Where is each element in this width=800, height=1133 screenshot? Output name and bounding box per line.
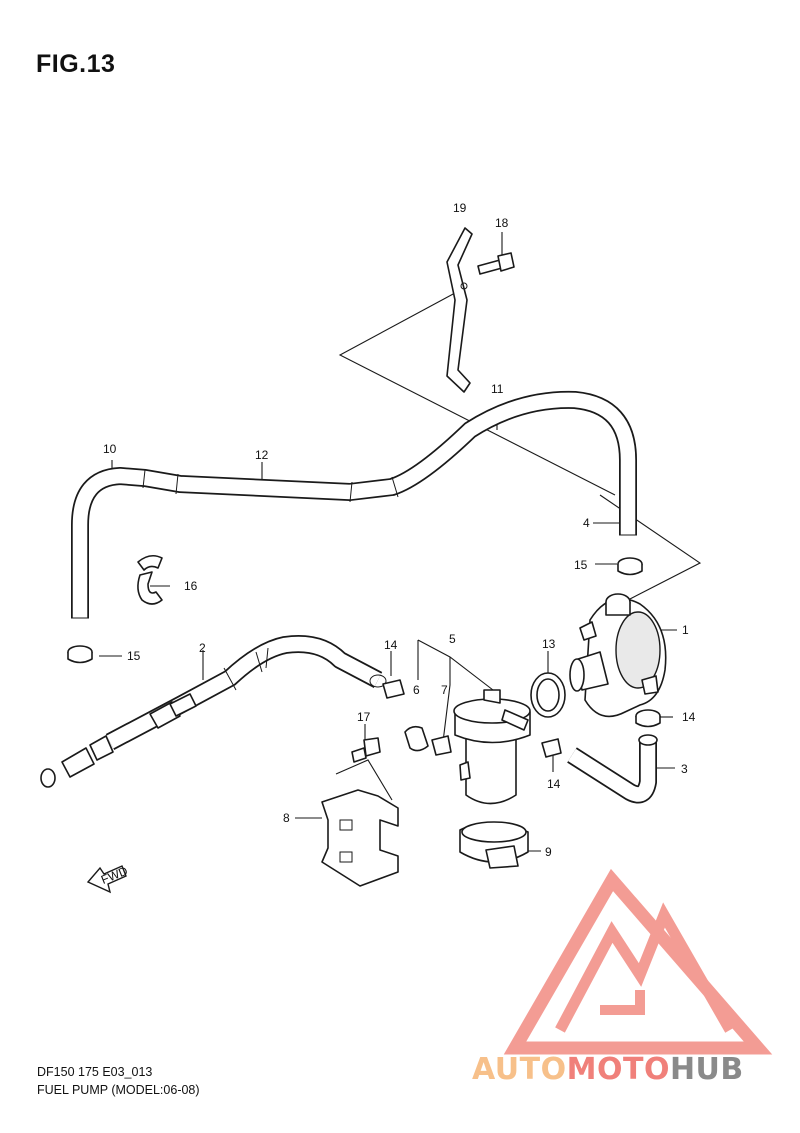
filter-clamp-part bbox=[459, 821, 529, 869]
callout-1: 1 bbox=[682, 623, 689, 637]
callout-7: 7 bbox=[441, 683, 448, 697]
callout-16: 16 bbox=[184, 579, 198, 593]
watermark-logo-icon bbox=[503, 868, 773, 1055]
callout-14-top: 14 bbox=[384, 638, 398, 652]
fuel-pump-part bbox=[569, 593, 667, 718]
o-ring-part bbox=[530, 672, 566, 718]
fuel-hose-bracket bbox=[446, 227, 473, 393]
callout-6: 6 bbox=[413, 683, 420, 697]
forward-arrow-label: FWD bbox=[99, 864, 130, 887]
bolt-part bbox=[351, 737, 381, 763]
forward-arrow-icon bbox=[86, 865, 127, 894]
small-clip-part bbox=[382, 679, 661, 758]
callout-18: 18 bbox=[495, 216, 509, 230]
diagram-footer: DF150 175 E03_013 FUEL PUMP (MODEL:06-08… bbox=[37, 1063, 200, 1099]
callout-14-lower: 14 bbox=[547, 777, 561, 791]
callout-10: 10 bbox=[103, 442, 117, 456]
pump-hose-part bbox=[567, 734, 658, 804]
wordmark-hub: HUB bbox=[669, 1052, 744, 1087]
fuel-filter-part bbox=[404, 689, 531, 805]
wordmark-moto: MOTO bbox=[566, 1052, 670, 1087]
callout-8: 8 bbox=[283, 811, 290, 825]
callout-15-lower: 15 bbox=[127, 649, 141, 663]
upper-fuel-hose bbox=[71, 390, 637, 619]
filter-bracket-part bbox=[321, 789, 399, 887]
callout-12: 12 bbox=[255, 448, 269, 462]
diagram-code: DF150 175 E03_013 bbox=[37, 1065, 153, 1079]
hose-guide-part bbox=[137, 554, 163, 605]
figure-title: FIG.13 bbox=[36, 50, 116, 78]
wordmark-auto: AUTO bbox=[472, 1052, 567, 1087]
callout-14-right: 14 bbox=[682, 710, 696, 724]
diagram-caption: FUEL PUMP (MODEL:06-08) bbox=[37, 1083, 200, 1097]
callout-4: 4 bbox=[583, 516, 590, 530]
callout-11: 11 bbox=[491, 382, 504, 396]
callout-9: 9 bbox=[545, 845, 552, 859]
callout-5: 5 bbox=[449, 632, 456, 646]
leader-lines bbox=[99, 232, 702, 852]
fuel-hose-part bbox=[40, 635, 387, 788]
callout-3: 3 bbox=[681, 762, 688, 776]
callout-19: 19 bbox=[453, 201, 467, 215]
hose-clip-part bbox=[67, 557, 643, 664]
bolt-part bbox=[477, 252, 515, 275]
callout-2: 2 bbox=[199, 641, 206, 655]
callout-13: 13 bbox=[542, 637, 556, 651]
callout-15-upper: 15 bbox=[574, 558, 588, 572]
watermark-wordmark: AUTOMOTOHUB bbox=[472, 1052, 744, 1087]
callout-17: 17 bbox=[357, 710, 371, 724]
